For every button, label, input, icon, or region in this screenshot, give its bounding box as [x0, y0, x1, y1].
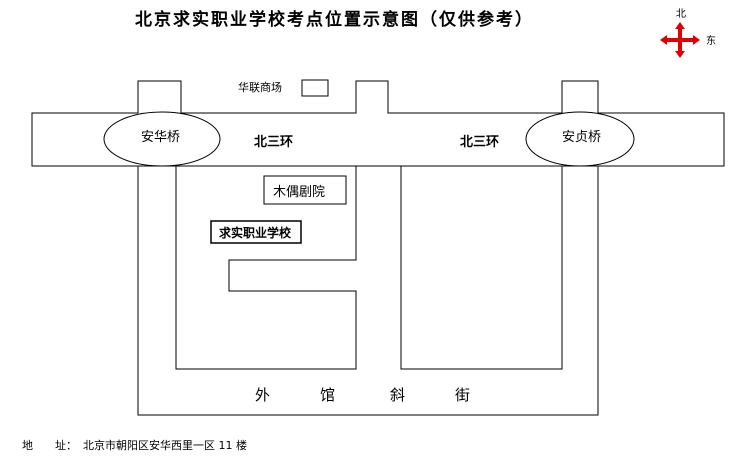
road-west-label: 北三环	[254, 135, 294, 150]
west-bridge-label: 安华桥	[141, 130, 181, 145]
school-box	[210, 220, 302, 244]
north-third-ring-road	[31, 80, 725, 167]
address-value: 北京市朝阳区安华西里一区 11 楼	[83, 439, 247, 452]
street-name-char: 斜	[390, 386, 406, 404]
street-name-char: 街	[455, 386, 471, 404]
theater-box	[263, 175, 347, 205]
address-label: 地 址：	[22, 439, 77, 452]
shopping-mall-box	[301, 79, 329, 97]
theater-label: 木偶剧院	[273, 185, 326, 200]
east-block	[400, 165, 563, 370]
school-label: 求实职业学校	[219, 226, 292, 240]
compass-north-label: 北	[676, 9, 686, 20]
road-east-label: 北三环	[460, 135, 500, 150]
west-block	[175, 165, 357, 370]
map-title: 北京求实职业学校考点位置示意图（仅供参考）	[135, 10, 534, 30]
east-bridge-ellipse	[525, 111, 635, 167]
compass-east-label: 东	[706, 36, 716, 47]
street-name-char: 馆	[320, 386, 336, 404]
waiguan-xie-street-outline	[137, 166, 599, 416]
compass-icon	[660, 22, 700, 58]
east-bridge-label: 安贞桥	[562, 130, 602, 145]
west-bridge-ellipse	[103, 111, 221, 167]
shopping-mall-label: 华联商场	[238, 81, 282, 94]
street-name-char: 外	[255, 386, 271, 404]
